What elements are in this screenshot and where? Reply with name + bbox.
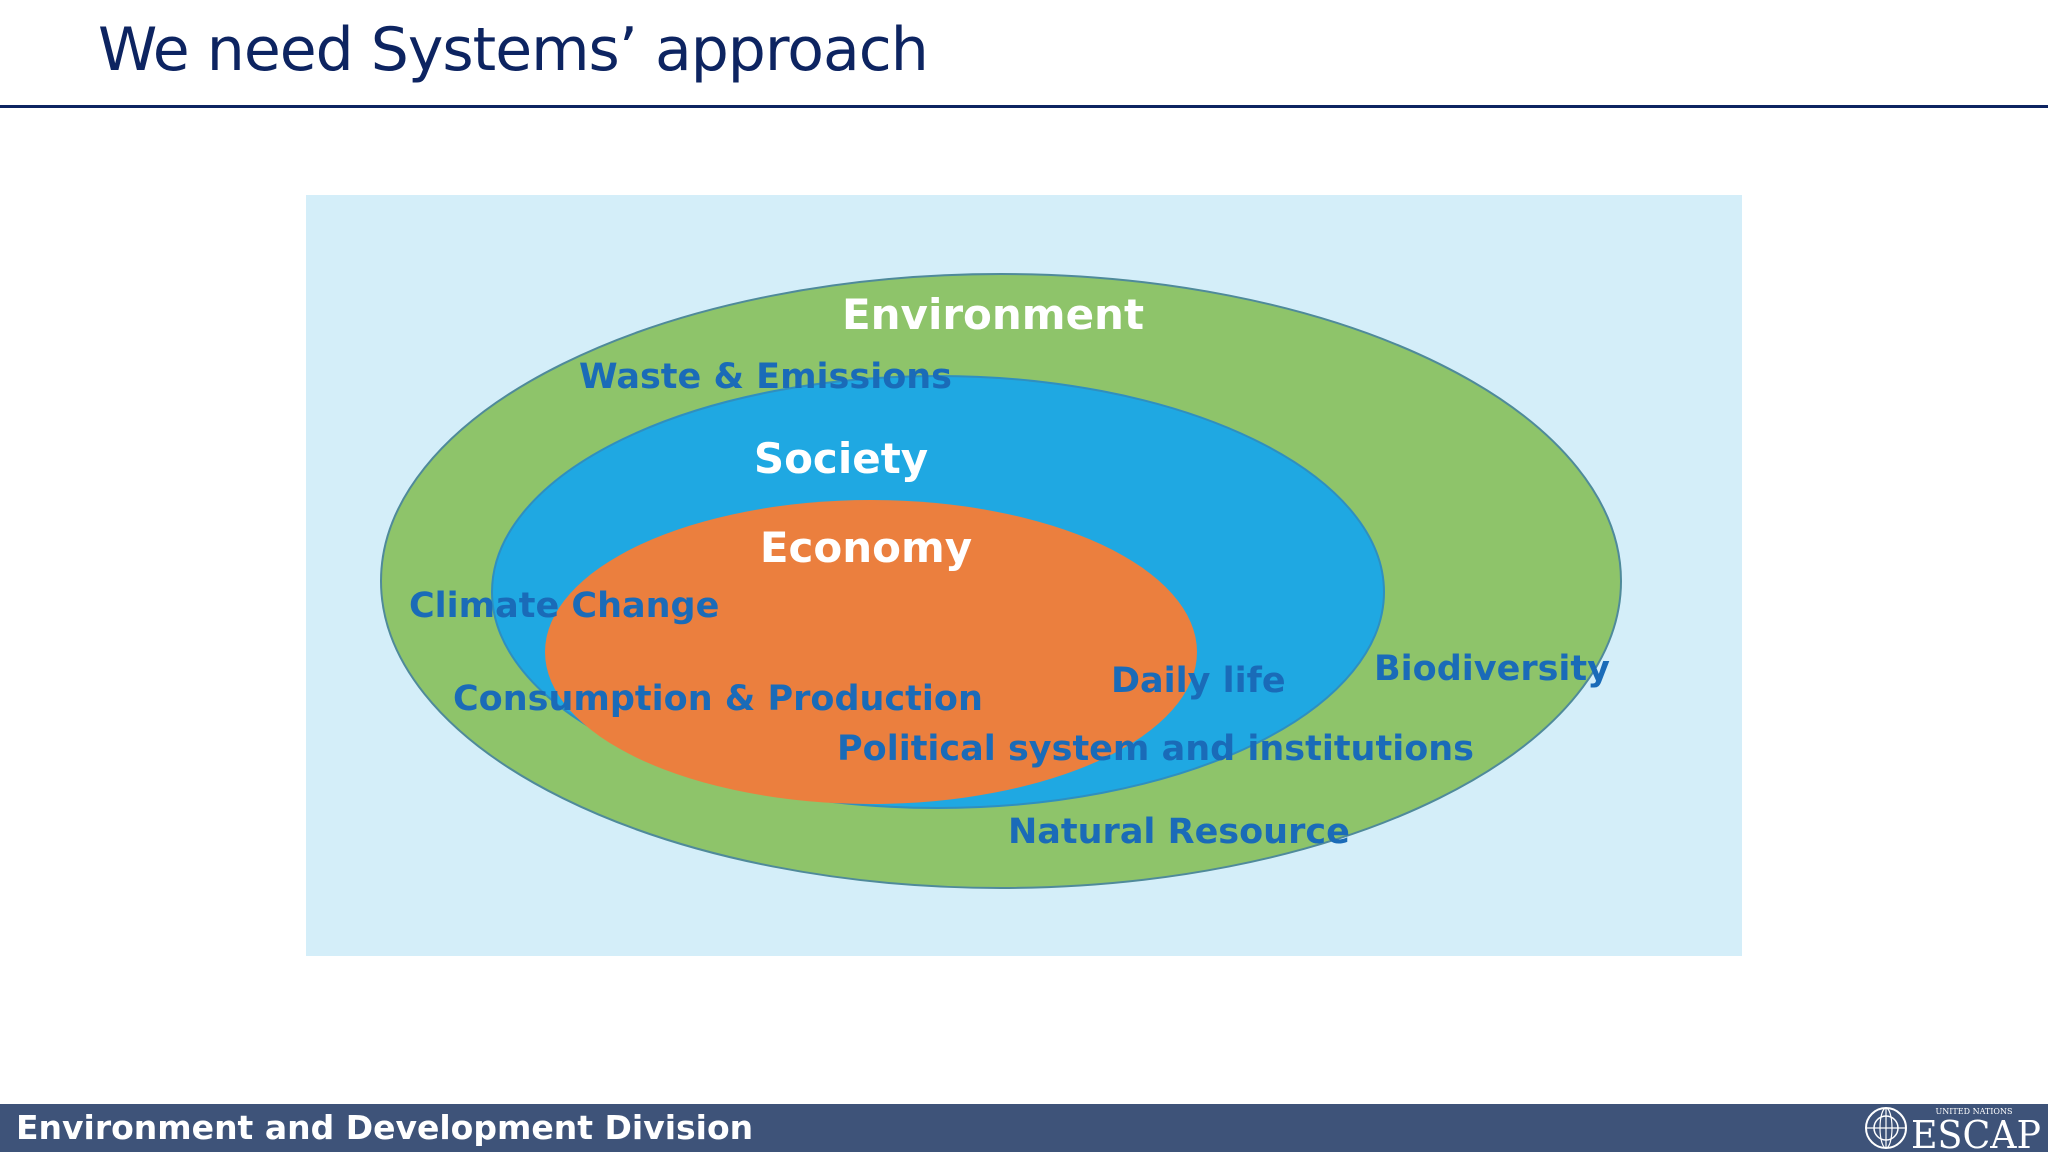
society-title: Society <box>754 434 928 483</box>
footer-bar: Environment and Development Division <box>0 1104 2048 1152</box>
logo-text: ESCAP <box>1911 1113 2041 1152</box>
systems-diagram: Environment Society Economy Waste & Emis… <box>306 195 1742 956</box>
slide-title: We need Systems’ approach <box>98 15 929 85</box>
title-divider <box>0 105 2048 108</box>
footer-division-name: Environment and Development Division <box>16 1108 754 1147</box>
label-climate-change: Climate Change <box>409 586 719 626</box>
label-daily-life: Daily life <box>1111 661 1286 701</box>
economy-ellipse <box>545 500 1197 804</box>
logo-small-text: UNITED NATIONS <box>1936 1107 2013 1116</box>
un-emblem-icon <box>1865 1107 1907 1149</box>
label-biodiversity: Biodiversity <box>1374 649 1610 689</box>
environment-title: Environment <box>842 290 1144 339</box>
label-waste-emissions: Waste & Emissions <box>579 357 952 397</box>
economy-title: Economy <box>760 523 972 572</box>
label-consumption-production: Consumption & Production <box>453 679 983 719</box>
label-natural-resource: Natural Resource <box>1008 812 1350 852</box>
escap-logo: UNITED NATIONS ESCAP <box>1865 1107 2041 1152</box>
label-political-system: Political system and institutions <box>837 729 1474 769</box>
